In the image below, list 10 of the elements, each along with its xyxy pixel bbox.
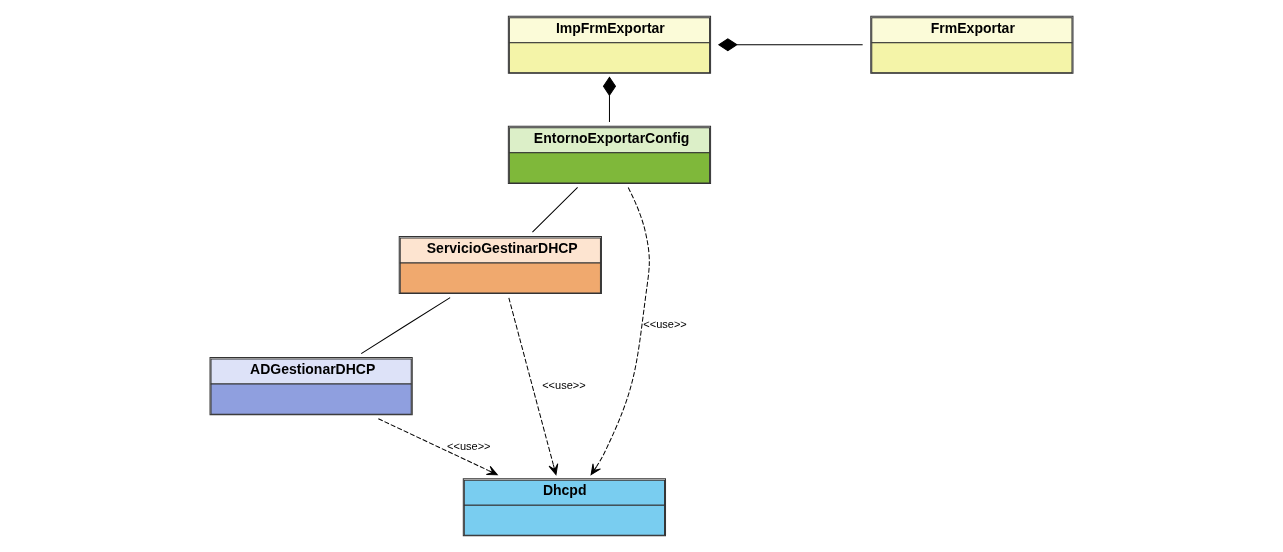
connector — [531, 186, 579, 233]
arrow — [508, 297, 559, 476]
edge-label: <<use>> — [447, 439, 491, 452]
edge-label: <<use>> — [542, 378, 586, 391]
arrow — [590, 187, 650, 476]
edge-label: <<use>> — [643, 318, 687, 331]
connector — [718, 38, 864, 52]
arrow — [377, 418, 498, 476]
connector — [360, 297, 451, 355]
connector — [602, 76, 616, 123]
